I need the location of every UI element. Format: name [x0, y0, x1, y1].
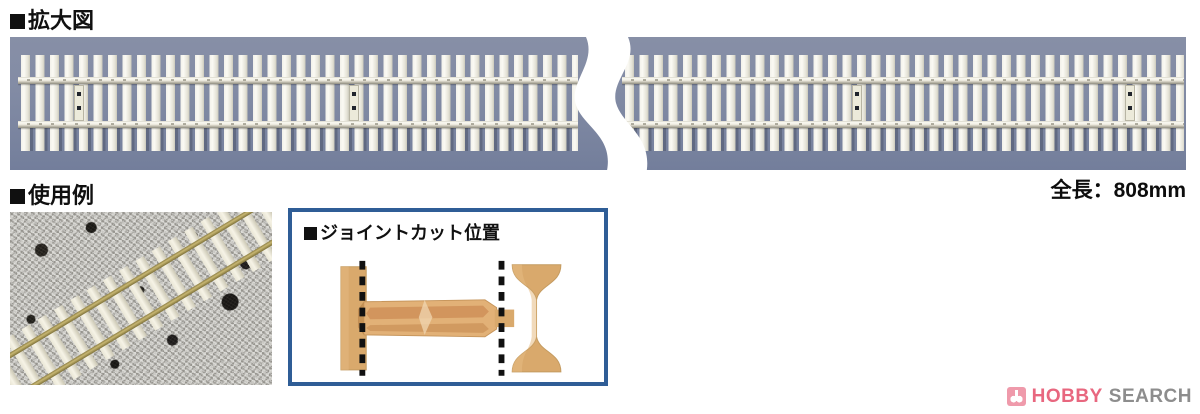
section-heading-usage-example: 使用例 — [10, 185, 94, 207]
sleeper-row-middle — [622, 82, 1184, 124]
usage-example-photo — [10, 212, 272, 385]
logo-search-text: SEARCH — [1108, 385, 1192, 407]
total-length-caption: 全長：808mm — [1050, 179, 1186, 202]
sleeper-row-top — [18, 55, 578, 79]
joint-cut-diagram — [340, 260, 562, 376]
section-heading-enlarged-view-label: 拡大図 — [28, 8, 95, 33]
rail-lower — [18, 121, 578, 128]
rail-upper — [18, 77, 578, 84]
bullet-square-icon — [304, 227, 317, 240]
rail-joiner-marker — [349, 85, 359, 121]
joint-cut-position-box: ジョイントカット位置 — [288, 208, 608, 386]
enlarged-view-photo-panel — [10, 37, 1186, 170]
sleeper-row-bottom — [18, 127, 578, 151]
rail-joiner-marker — [852, 85, 862, 121]
track-segment-left — [18, 55, 578, 151]
rail-joiner-marker — [1125, 85, 1135, 121]
right-rail-profile — [511, 264, 562, 373]
sleeper-row-bottom — [622, 127, 1184, 151]
logo-hobby-text: HOBBY — [1031, 385, 1103, 407]
section-heading-usage-example-label: 使用例 — [28, 183, 95, 208]
sleeper-row-top — [622, 55, 1184, 79]
rail-joiner-piece — [357, 299, 498, 338]
bullet-square-icon — [10, 189, 25, 204]
hobby-search-mark-icon — [1006, 386, 1026, 406]
joint-cut-position-title: ジョイントカット位置 — [304, 224, 500, 242]
rail-lower — [622, 121, 1184, 128]
track-segment-right — [622, 55, 1184, 151]
hobby-search-logo[interactable]: HOBBY SEARCH — [1006, 384, 1192, 408]
sleeper-row-middle — [18, 82, 578, 124]
joint-cut-position-title-label: ジョイントカット位置 — [320, 223, 500, 243]
rail-upper — [622, 77, 1184, 84]
rail-joiner-marker — [74, 85, 84, 121]
section-heading-enlarged-view: 拡大図 — [10, 10, 94, 32]
bullet-square-icon — [10, 14, 25, 29]
